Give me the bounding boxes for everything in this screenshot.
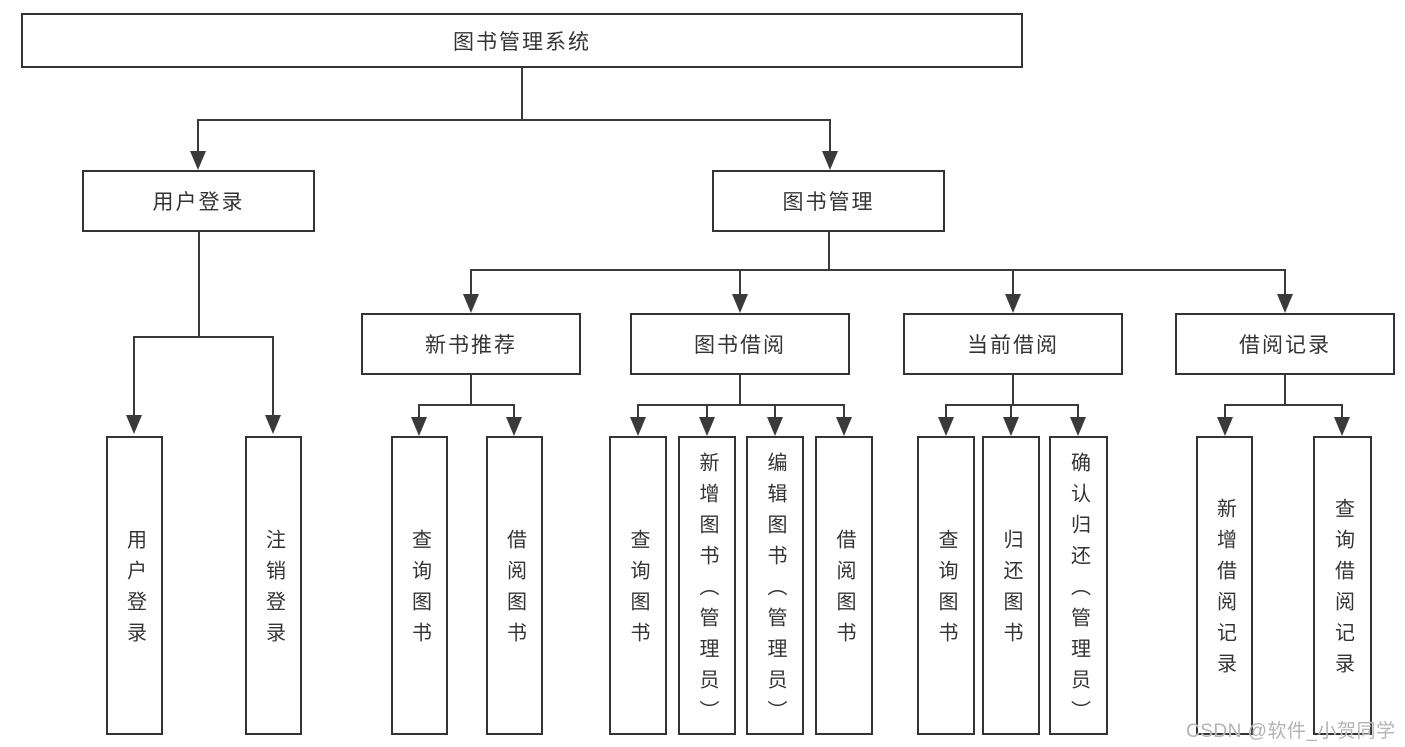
node-leaf-return-books: 归还图书: [982, 436, 1040, 735]
arrow-down-icon: [822, 151, 838, 170]
node-leaf-confirm-return-admin: 确认归还（管理员）: [1049, 436, 1108, 735]
csdn-watermark: CSDN @软件_小贺同学: [1186, 721, 1396, 742]
connector-hline: [945, 404, 1079, 406]
connector-hline: [1224, 404, 1343, 406]
arrow-down-icon: [1217, 417, 1233, 436]
arrow-stem: [1077, 405, 1079, 417]
arrow-stem: [843, 405, 845, 417]
connector-hline: [418, 404, 515, 406]
node-leaf-add-borrow-record: 新增借阅记录: [1196, 436, 1253, 735]
connector-vline: [470, 375, 472, 405]
node-library-system: 图书管理系统: [21, 13, 1023, 68]
node-leaf-query-borrow-record: 查询借阅记录: [1313, 436, 1372, 735]
node-leaf-borrow-books: 借阅图书: [815, 436, 873, 735]
connector-vline: [198, 232, 200, 337]
arrow-stem: [739, 270, 741, 294]
arrow-down-icon: [506, 417, 522, 436]
connector-vline: [828, 232, 830, 270]
node-leaf-query-books-recommend: 查询图书: [391, 436, 448, 735]
arrow-down-icon: [1005, 294, 1021, 313]
arrow-down-icon: [265, 415, 281, 434]
node-leaf-add-books-admin: 新增图书（管理员）: [678, 436, 736, 735]
arrow-stem: [133, 337, 135, 415]
node-leaf-query-books-current: 查询图书: [917, 436, 975, 735]
connector-hline: [197, 119, 831, 121]
arrow-stem: [774, 405, 776, 417]
arrow-down-icon: [411, 417, 427, 436]
arrow-down-icon: [938, 417, 954, 436]
node-leaf-query-books-borrowing: 查询图书: [609, 436, 667, 735]
connector-hline: [637, 404, 845, 406]
arrow-stem: [1224, 405, 1226, 417]
arrow-down-icon: [1003, 417, 1019, 436]
connector-vline: [739, 375, 741, 405]
arrow-stem: [272, 337, 274, 415]
arrow-stem: [1010, 405, 1012, 417]
connector-hline: [470, 269, 1286, 271]
node-leaf-logout: 注销登录: [245, 436, 302, 735]
arrow-down-icon: [1070, 417, 1086, 436]
arrow-stem: [1012, 270, 1014, 294]
node-current-borrowing: 当前借阅: [903, 313, 1123, 375]
arrow-stem: [637, 405, 639, 417]
arrow-down-icon: [190, 151, 206, 170]
node-new-book-recommend: 新书推荐: [361, 313, 581, 375]
arrow-stem: [418, 405, 420, 417]
arrow-down-icon: [836, 417, 852, 436]
arrow-down-icon: [1334, 417, 1350, 436]
connector-hline: [133, 336, 274, 338]
connector-vline: [1284, 375, 1286, 405]
arrow-stem: [513, 405, 515, 417]
node-book-management: 图书管理: [712, 170, 945, 232]
arrow-down-icon: [767, 417, 783, 436]
node-book-borrowing: 图书借阅: [630, 313, 850, 375]
arrow-stem: [829, 120, 831, 151]
arrow-down-icon: [1277, 294, 1293, 313]
arrow-down-icon: [732, 294, 748, 313]
node-leaf-borrow-books-recommend: 借阅图书: [486, 436, 543, 735]
node-user-login: 用户登录: [82, 170, 315, 232]
arrow-down-icon: [463, 294, 479, 313]
arrow-down-icon: [699, 417, 715, 436]
arrow-stem: [706, 405, 708, 417]
node-leaf-user-login: 用户登录: [106, 436, 163, 735]
arrow-stem: [1284, 270, 1286, 294]
connector-vline: [521, 67, 523, 120]
arrow-stem: [470, 270, 472, 294]
arrow-stem: [1341, 405, 1343, 417]
node-borrow-records: 借阅记录: [1175, 313, 1395, 375]
connector-vline: [1012, 375, 1014, 405]
arrow-down-icon: [630, 417, 646, 436]
arrow-stem: [945, 405, 947, 417]
arrow-down-icon: [126, 415, 142, 434]
arrow-stem: [197, 120, 199, 151]
node-leaf-edit-books-admin: 编辑图书（管理员）: [746, 436, 804, 735]
